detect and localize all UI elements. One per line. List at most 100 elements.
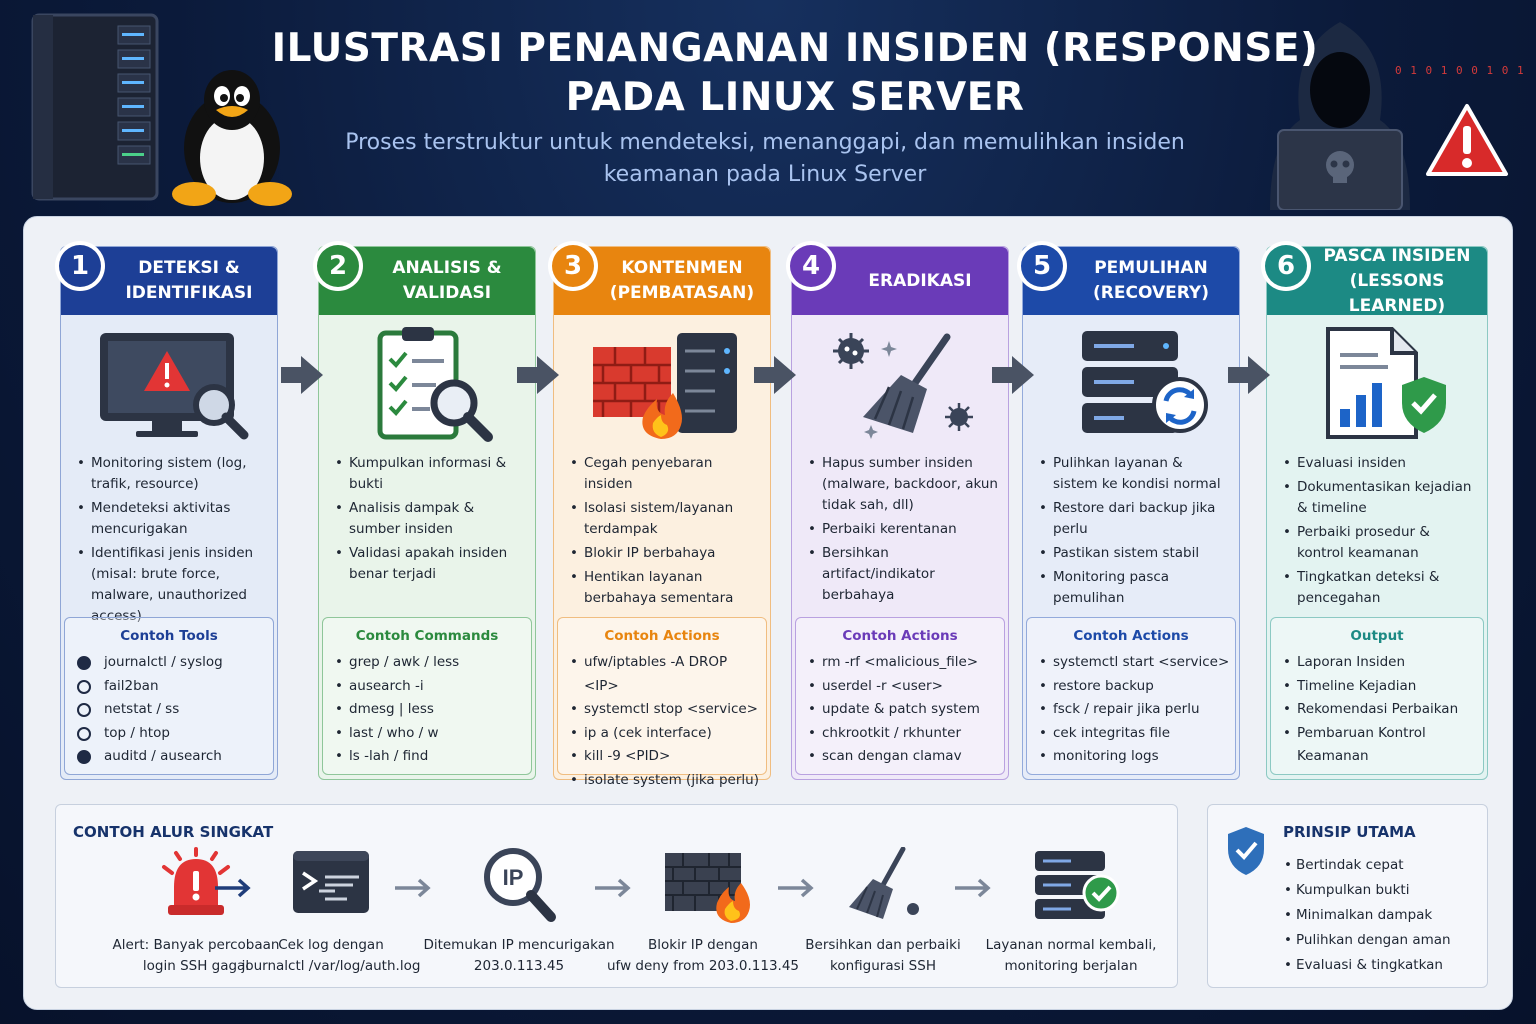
examples-title: Contoh Actions [1073, 628, 1189, 644]
tool-icon [77, 726, 91, 741]
list-item: Timeline Kejadian [1283, 675, 1483, 699]
phase-title: PASCA INSIDEN(LESSONS LEARNED) [1323, 245, 1471, 316]
list-item: Perbaiki kerentanan [806, 519, 1000, 540]
list-item: last / who / w [335, 722, 531, 746]
examples-list: Laporan InsidenTimeline KejadianRekomend… [1271, 651, 1483, 769]
list-item: update & patch system [808, 698, 1004, 722]
examples-title: Contoh Actions [604, 628, 720, 644]
flow-arrow-icon [595, 878, 631, 898]
phase-bullets: Hapus sumber insiden (malware, backdoor,… [806, 453, 1000, 609]
examples-list: rm -rf <malicious_file>userdel -r <user>… [796, 651, 1004, 769]
list-item: auditd / ausearch [77, 745, 273, 769]
firewall-icon [665, 853, 750, 923]
list-item: Bersihkan artifact/indikator berbahaya [806, 543, 1000, 606]
flow-arrow-icon [955, 878, 991, 898]
short-flow-example: CONTOH ALUR SINGKAT Alert: Banyak percob… [55, 804, 1178, 988]
page-subtitle: Proses terstruktur untuk mendeteksi, men… [345, 130, 1185, 187]
list-item: Validasi apakah insiden benar terjadi [333, 543, 527, 585]
phase-illustration [1054, 325, 1214, 445]
monitor-warning-icon [100, 333, 249, 440]
server-check-icon [1035, 851, 1120, 919]
phase-illustration [350, 325, 510, 445]
phase-card-5: PEMULIHAN(RECOVERY)5Pulihkan layanan & s… [1017, 241, 1240, 780]
list-item: Evaluasi & tingkatkan [1284, 953, 1451, 978]
page-title: ILUSTRASI PENANGANAN INSIDEN (RESPONSE) … [271, 26, 1319, 120]
list-item: Pembaruan Kontrol Keamanan [1283, 722, 1483, 769]
phase-arrow-icon [281, 356, 323, 394]
examples-title: Contoh Commands [355, 628, 499, 644]
alarm-icon [162, 847, 230, 915]
phase-card-4: ERADIKASI4Hapus sumber insiden (malware,… [786, 241, 1009, 780]
shield-check-icon [1228, 827, 1264, 875]
phase-arrow-icon [1228, 356, 1270, 394]
phase-number: 2 [317, 245, 359, 287]
warning-triangle-icon [1426, 104, 1508, 176]
list-item: ausearch -i [335, 675, 531, 699]
list-item: Blokir IP berbahaya [568, 543, 762, 564]
phase-examples-box: Contoh Actions systemctl start <service>r… [1026, 617, 1236, 775]
list-item: Evaluasi insiden [1281, 453, 1479, 474]
tool-icon [77, 679, 91, 694]
list-item: rm -rf <malicious_file> [808, 651, 1004, 675]
phase-examples-box: Contoh Actions rm -rf <malicious_file>use… [795, 617, 1005, 775]
phase-number: 5 [1021, 245, 1063, 287]
phase-arrow-icon [754, 356, 796, 394]
list-item: Laporan Insiden [1283, 651, 1483, 675]
phase-illustration [823, 325, 983, 445]
list-item: Restore dari backup jika perlu [1037, 498, 1231, 540]
examples-title: Contoh Actions [842, 628, 958, 644]
phase-title: ERADIKASI [868, 270, 972, 291]
examples-title: Output [1350, 628, 1404, 644]
list-item: kill -9 <PID> [570, 745, 766, 769]
phase-title: ANALISIS &VALIDASI [392, 258, 502, 303]
list-item: Perbaiki prosedur & kontrol keamanan [1281, 522, 1479, 564]
list-item: Tingkatkan deteksi & pencegahan [1281, 567, 1479, 609]
list-item: grep / awk / less [335, 651, 531, 675]
list-item: systemctl stop <service> [570, 698, 766, 722]
phase-illustration [92, 325, 252, 445]
principles-list: Bertindak cepat Kumpulkan bukti Minimalk… [1284, 853, 1451, 978]
phase-number-badge: 1 [55, 241, 105, 291]
list-item: Minimalkan dampak [1284, 903, 1451, 928]
tool-icon [77, 656, 91, 670]
firewall-server-icon [593, 333, 737, 439]
phase-bullets: Kumpulkan informasi & buktiAnalisis damp… [333, 453, 527, 588]
list-item: Monitoring pasca pemulihan [1037, 567, 1231, 609]
principles-title: PRINSIP UTAMA [1283, 823, 1416, 841]
broom-icon [849, 847, 919, 919]
phase-number-badge: 2 [313, 241, 363, 291]
phase-bullets: Evaluasi insidenDokumentasikan kejadian … [1281, 453, 1479, 612]
phase-card-2: ANALISIS &VALIDASI 2Kumpulkan informasi &… [313, 241, 536, 780]
phase-number: 3 [552, 245, 594, 287]
list-item: Mendeteksi aktivitas mencurigakan [75, 498, 269, 540]
flow-arrow-icon [395, 878, 431, 898]
ip-search-icon: IP [484, 848, 556, 922]
report-shield-icon [1326, 327, 1446, 439]
list-item: Identifikasi jenis insiden (misal: brute… [75, 543, 269, 627]
list-item: Pastikan sistem stabil [1037, 543, 1231, 564]
phase-examples-box: Contoh Commands grep / awk / lessausearch… [322, 617, 532, 775]
list-item: Cegah penyebaran insiden [568, 453, 762, 495]
server-rack-illustration [31, 13, 159, 201]
tool-icon [77, 703, 91, 717]
phase-card-1: DETEKSI &IDENTIFIKASI1Monitoring sistem … [55, 241, 278, 780]
clipboard-search-icon [377, 327, 493, 442]
phase-examples-box: OutputLaporan InsidenTimeline KejadianRe… [1270, 617, 1484, 775]
list-item: scan dengan clamav [808, 745, 1004, 769]
phase-bullets: Pulihkan layanan & sistem ke kondisi nor… [1037, 453, 1231, 612]
flow-title: CONTOH ALUR SINGKAT [73, 823, 274, 841]
examples-list: systemctl start <service>restore backupf… [1027, 651, 1235, 769]
binary-code-text: 0 1 0 1 0 0 1 0 1 [1395, 64, 1525, 77]
tool-icon [77, 750, 91, 764]
